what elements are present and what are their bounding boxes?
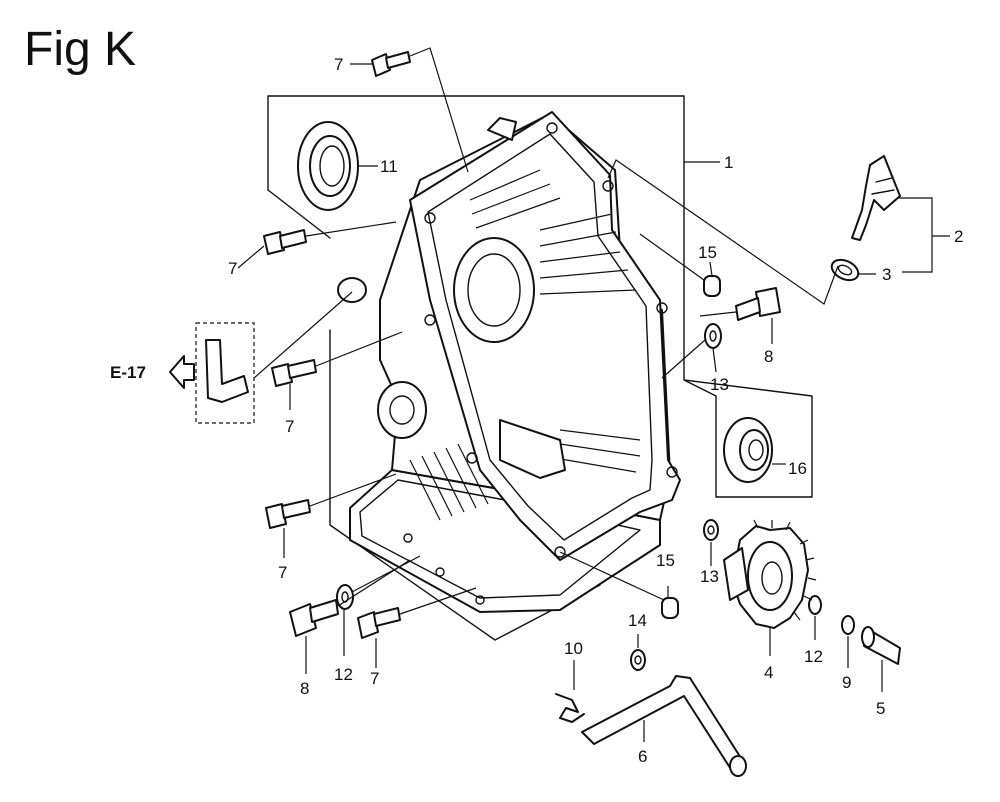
callout-13-upper: 13 bbox=[710, 375, 729, 394]
bolt-part-7-left-middle bbox=[271, 359, 317, 387]
washer-part-13-upper bbox=[704, 323, 722, 349]
callout-13-lower: 12 bbox=[334, 665, 353, 684]
callout-2: 2 bbox=[954, 227, 963, 246]
dowel-pin-part-15-upper bbox=[703, 275, 721, 297]
figure-title: Fig K bbox=[24, 23, 137, 76]
callout-7-left-upper: 7 bbox=[228, 259, 237, 278]
callout-1: 1 bbox=[724, 153, 733, 172]
oil-level-switch-part-2 bbox=[851, 155, 901, 241]
callout-9: 9 bbox=[842, 673, 851, 692]
callout-15-lower: 15 bbox=[656, 551, 675, 570]
callout-8-lower: 8 bbox=[300, 679, 309, 698]
callout-8-upper: 8 bbox=[764, 347, 773, 366]
callout-7-left-lower: 7 bbox=[278, 563, 287, 582]
bolt-part-7-top bbox=[371, 51, 411, 77]
governor-gear-part-4 bbox=[723, 519, 817, 629]
dowel-pin-part-15-lower bbox=[661, 597, 679, 619]
callout-12-lower: 14 bbox=[628, 611, 647, 630]
callout-7-left-middle: 7 bbox=[285, 417, 294, 436]
leader-lines bbox=[237, 47, 950, 742]
callout-16: 16 bbox=[788, 459, 807, 478]
crankcase-cover bbox=[337, 111, 681, 613]
callout-11: 11 bbox=[380, 157, 398, 176]
oil-seal-part-11 bbox=[297, 121, 359, 211]
o-ring-part-3 bbox=[830, 258, 860, 282]
frame-bolt-holes bbox=[403, 122, 678, 605]
washer-part-10 bbox=[808, 595, 822, 615]
reference-label-e17: E-17 bbox=[110, 363, 146, 382]
washer-part-12-lower bbox=[630, 649, 646, 671]
breather-tube-reference bbox=[195, 322, 255, 424]
reference-arrow-e17 bbox=[169, 355, 195, 389]
assembly-group-outline-diagonal bbox=[267, 189, 331, 239]
callout-15-upper: 15 bbox=[698, 243, 717, 262]
bolt-part-7-left-upper bbox=[263, 229, 307, 255]
assembly-group-outline-top bbox=[267, 95, 813, 498]
callout-labels: 7 11 1 2 3 15 7 8 13 E-17 7 16 7 15 13 1… bbox=[110, 55, 963, 766]
bolt-part-7-bottom bbox=[357, 607, 401, 639]
callout-12-upper: 13 bbox=[700, 567, 719, 586]
washer-part-9 bbox=[841, 615, 855, 635]
callout-7-top: 7 bbox=[334, 55, 343, 74]
clip-part-14 bbox=[555, 693, 585, 723]
washer-part-12-upper bbox=[703, 519, 719, 541]
callout-3: 3 bbox=[882, 265, 891, 284]
callout-7-bottom: 7 bbox=[370, 669, 379, 688]
callout-6: 6 bbox=[638, 747, 647, 766]
callout-4: 4 bbox=[764, 663, 773, 682]
callout-5: 5 bbox=[876, 699, 885, 718]
callout-10: 12 bbox=[804, 647, 823, 666]
bearing-part-16 bbox=[723, 417, 773, 483]
crankcase-fins bbox=[409, 169, 641, 521]
bolt-part-8-lower bbox=[289, 599, 339, 637]
bolt-part-8-upper bbox=[735, 287, 781, 321]
shaft-pin-part-5 bbox=[861, 626, 901, 665]
callout-14: 10 bbox=[564, 639, 583, 658]
bolt-part-7-left-lower bbox=[265, 499, 311, 529]
lever-shaft-part-6 bbox=[581, 675, 747, 777]
